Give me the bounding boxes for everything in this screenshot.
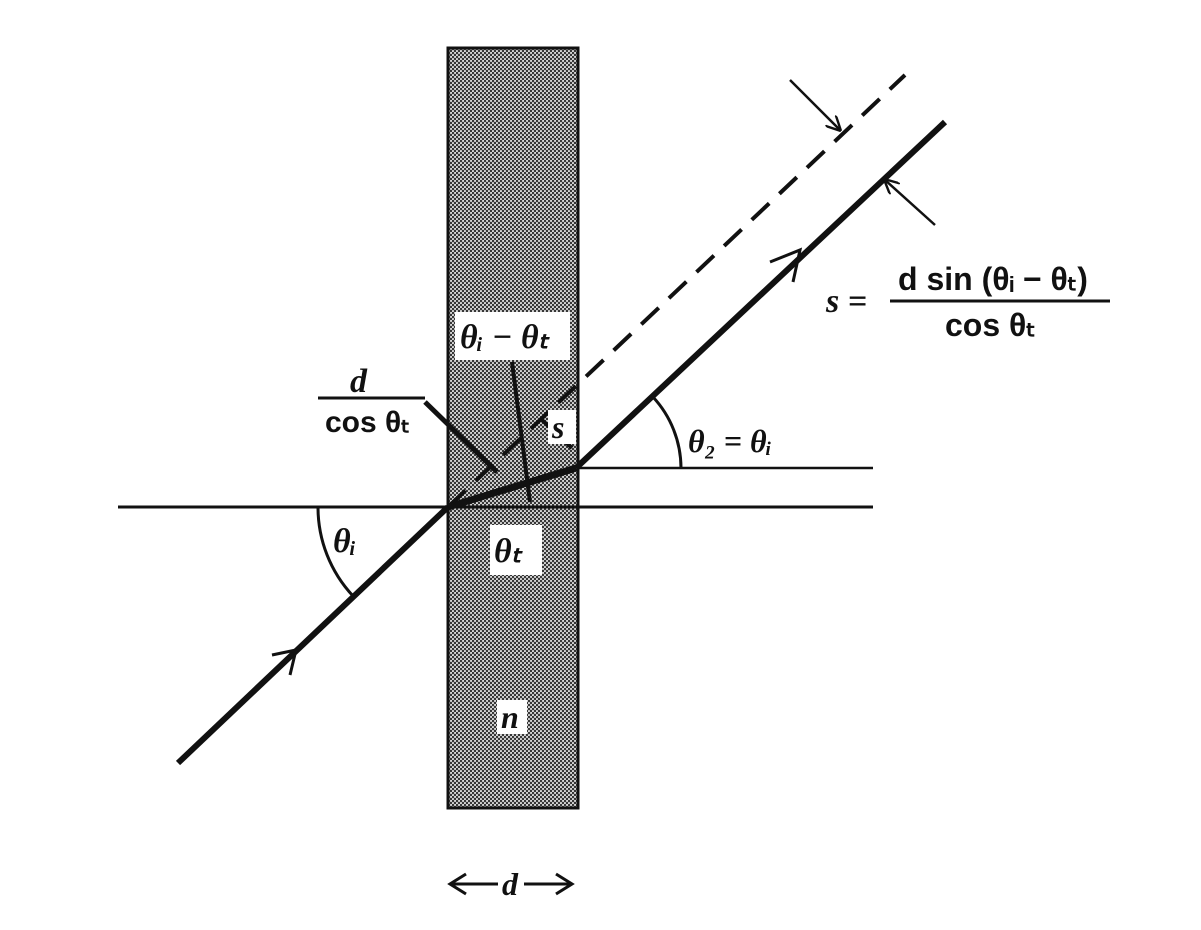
angle-diff-pointer bbox=[510, 361, 532, 503]
path-length-pointer bbox=[423, 400, 499, 474]
formula-numerator: d sin (θᵢ − θₜ) bbox=[898, 261, 1088, 297]
thickness-label: d bbox=[502, 866, 519, 902]
exit-angle-arc bbox=[651, 395, 683, 469]
undeviated-ray-dashed bbox=[446, 73, 907, 509]
incident-angle-label: θᵢ bbox=[333, 523, 356, 560]
incident-angle-arc bbox=[316, 506, 355, 598]
incident-ray bbox=[175, 504, 451, 766]
thickness-arrow-left-icon bbox=[447, 872, 498, 896]
exit-angle-label: θ₂ = θᵢ bbox=[688, 423, 772, 459]
shift-label: s bbox=[551, 409, 564, 445]
index-label: n bbox=[501, 699, 519, 735]
formula-denominator: cos θₜ bbox=[945, 307, 1036, 343]
shift-pointer-bottom bbox=[885, 180, 936, 226]
emergent-ray bbox=[573, 119, 948, 471]
path-denominator-label: cos θₜ bbox=[325, 406, 410, 439]
emergent-arrow-icon bbox=[769, 247, 803, 283]
thickness-arrow-right-icon bbox=[524, 872, 575, 896]
shift-pointer-top bbox=[789, 79, 840, 130]
refracted-angle-label: θₜ bbox=[494, 533, 524, 570]
formula-lhs: s = bbox=[825, 283, 867, 320]
incident-arrow-icon bbox=[271, 648, 299, 676]
refracted-ray bbox=[446, 464, 578, 511]
angle-diff-label: θᵢ − θₜ bbox=[460, 319, 551, 356]
path-numerator-label: d bbox=[350, 363, 368, 400]
